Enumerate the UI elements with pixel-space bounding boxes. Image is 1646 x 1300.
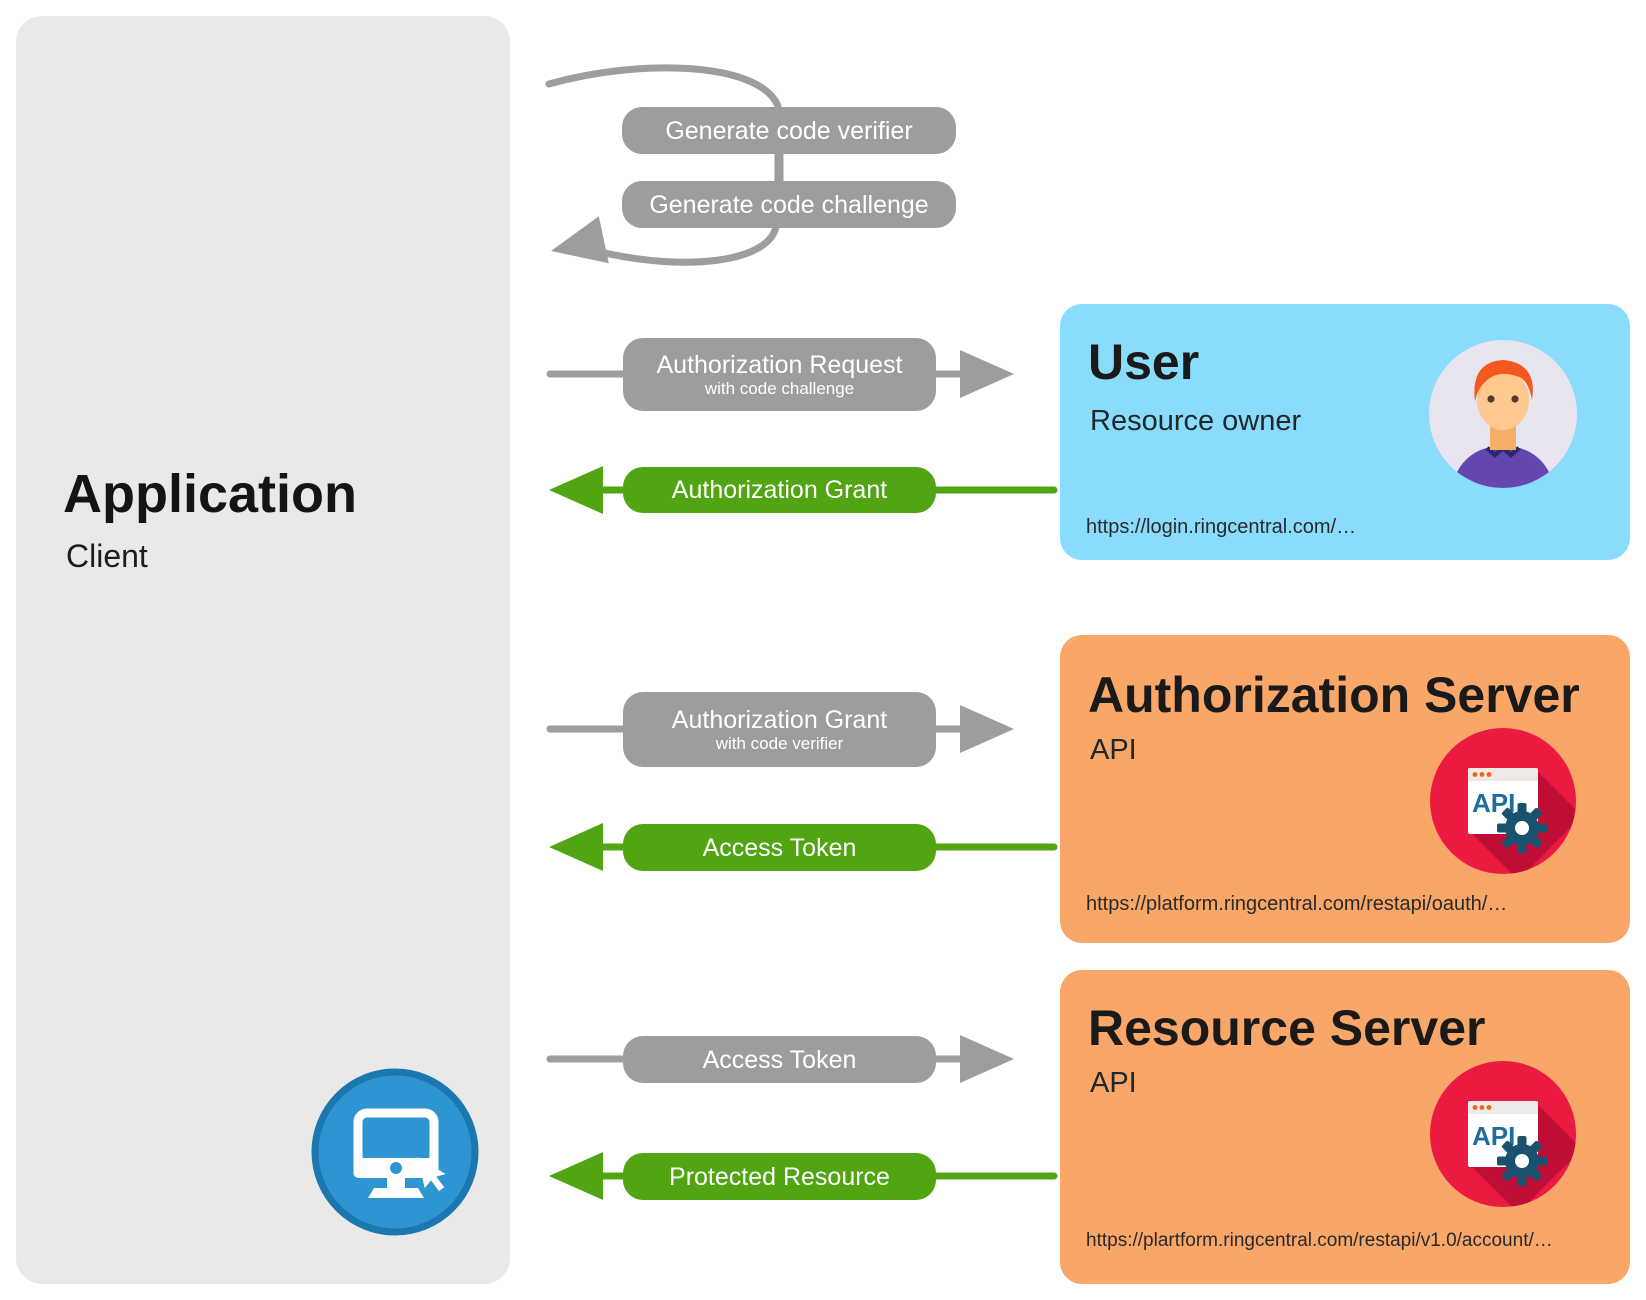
person-avatar-icon bbox=[1429, 340, 1577, 488]
loop-out-curve bbox=[545, 64, 782, 110]
api-gear-icon: API bbox=[1430, 728, 1576, 874]
api-gear-icon: API bbox=[1430, 1061, 1576, 1207]
flow6-arrowhead bbox=[549, 1152, 603, 1200]
pill-sublabel: with code challenge bbox=[704, 378, 855, 398]
flow2-arrowhead bbox=[549, 466, 603, 514]
application-box: Application Client bbox=[16, 16, 510, 1284]
flow3-arrowhead bbox=[960, 705, 1014, 753]
pill-sublabel: with code verifier bbox=[715, 733, 844, 753]
pill-label: Access Token bbox=[702, 1045, 857, 1074]
authorization-server-url: https://platform.ringcentral.com/restapi… bbox=[1086, 893, 1508, 915]
pill-authorization-grant-send: Authorization Grant with code verifier bbox=[623, 692, 936, 767]
user-box: User Resource owner https://login.ringce… bbox=[1060, 304, 1630, 560]
application-subtitle: Client bbox=[66, 538, 148, 574]
pill-access-token-return: Access Token bbox=[623, 824, 936, 871]
pill-authorization-request: Authorization Request with code challeng… bbox=[623, 338, 936, 411]
resource-server-title: Resource Server bbox=[1088, 1000, 1486, 1056]
authorization-server-box: Authorization Server API https://platfor… bbox=[1060, 635, 1630, 943]
resource-server-url: https://plartform.ringcentral.com/restap… bbox=[1086, 1230, 1553, 1251]
pill-generate-code-challenge: Generate code challenge bbox=[622, 181, 956, 228]
pill-generate-code-verifier: Generate code verifier bbox=[622, 107, 956, 154]
authorization-server-subtitle: API bbox=[1090, 734, 1137, 766]
flow1-arrowhead bbox=[960, 350, 1014, 398]
pill-label: Authorization Grant bbox=[671, 476, 888, 504]
computer-cursor-icon bbox=[311, 1068, 479, 1236]
flow5-arrowhead bbox=[960, 1035, 1014, 1083]
loop-return-curve bbox=[596, 223, 780, 266]
pill-label: Authorization Request bbox=[656, 350, 903, 379]
application-title: Application bbox=[63, 464, 357, 524]
pill-protected-resource: Protected Resource bbox=[623, 1153, 936, 1200]
pill-label: Generate code verifier bbox=[665, 116, 913, 145]
resource-server-subtitle: API bbox=[1090, 1067, 1137, 1099]
pill-label: Authorization Grant bbox=[671, 705, 888, 734]
user-title: User bbox=[1088, 334, 1200, 390]
pill-label: Generate code challenge bbox=[649, 190, 929, 219]
flow4-arrowhead bbox=[549, 823, 603, 871]
resource-server-box: Resource Server API https://plartform.ri… bbox=[1060, 970, 1630, 1284]
pill-label: Access Token bbox=[702, 833, 857, 862]
authorization-server-title: Authorization Server bbox=[1088, 667, 1580, 723]
user-subtitle: Resource owner bbox=[1090, 405, 1302, 437]
pill-authorization-grant-return: Authorization Grant bbox=[623, 467, 936, 513]
loop-return-arrowhead bbox=[551, 216, 609, 264]
user-url: https://login.ringcentral.com/… bbox=[1086, 516, 1357, 538]
pill-access-token-send: Access Token bbox=[623, 1036, 936, 1083]
pill-label: Protected Resource bbox=[669, 1162, 890, 1191]
